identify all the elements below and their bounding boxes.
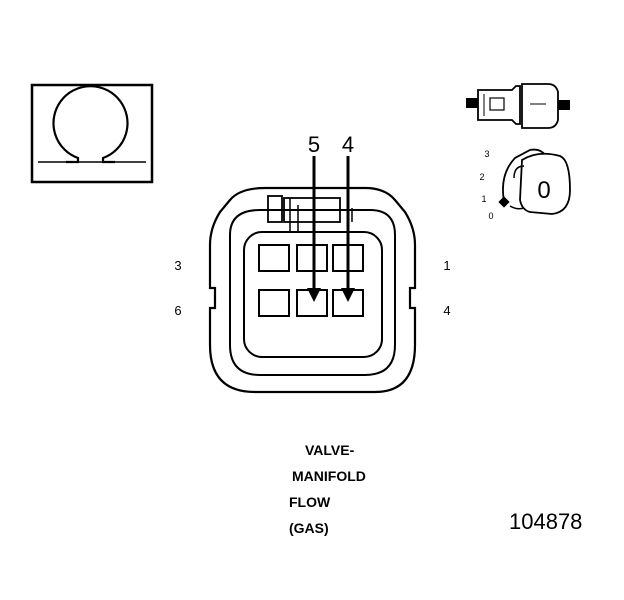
probe-arrow-left xyxy=(307,156,321,302)
connector-side-view-icon xyxy=(466,83,570,129)
pin-cavity-3 xyxy=(258,244,290,272)
probe-label-right: 4 xyxy=(342,132,354,157)
ohm-symbol-icon xyxy=(38,85,146,164)
key-number-1: 1 xyxy=(481,194,486,204)
connector-latch xyxy=(267,195,353,232)
pin-number-bottom-right: 4 xyxy=(443,303,450,318)
caption-line-2: MANIFOLD xyxy=(292,468,366,484)
pin-cavity-6 xyxy=(258,289,290,317)
ohm-symbol-box xyxy=(30,83,154,184)
caption-line-3: FLOW xyxy=(289,494,331,510)
connector-body xyxy=(208,186,417,394)
key-number-0: 0 xyxy=(488,211,493,221)
key-number-3: 3 xyxy=(484,149,489,159)
probe-label-left: 5 xyxy=(308,132,320,157)
caption-line-4: (GAS) xyxy=(289,520,329,536)
position-key-icon xyxy=(498,148,571,215)
key-number-2: 2 xyxy=(479,172,484,182)
key-position-label: 0 xyxy=(537,177,550,204)
caption-line-1: VALVE- xyxy=(305,442,355,458)
pin-number-bottom-left: 6 xyxy=(174,303,181,318)
pin-number-top-left: 3 xyxy=(174,258,181,273)
pin-cavity-2 xyxy=(296,244,328,272)
pin-number-top-right: 1 xyxy=(443,258,450,273)
figure-number: 104878 xyxy=(509,509,583,534)
probe-arrow-right xyxy=(341,156,355,302)
